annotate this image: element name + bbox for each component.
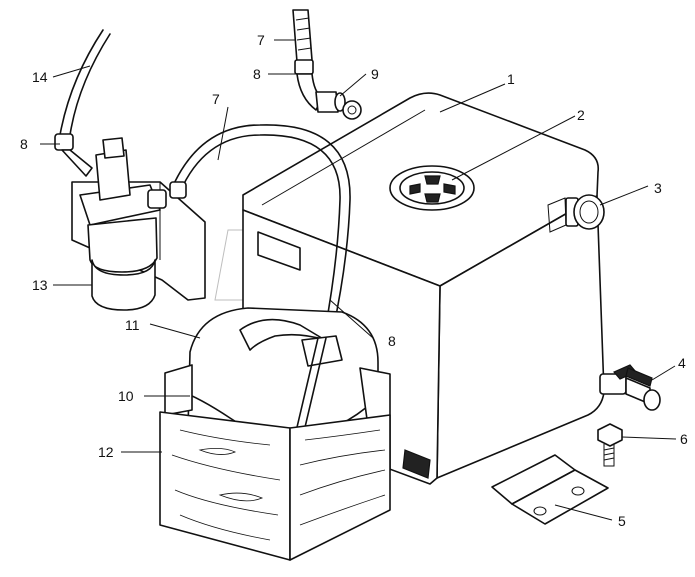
callout-2: 2 — [577, 107, 585, 123]
callout-4: 4 — [678, 355, 686, 371]
callout-8-can: 8 — [388, 333, 396, 349]
bracket — [491, 454, 609, 525]
callout-5: 5 — [618, 513, 626, 529]
level-cap — [565, 194, 605, 230]
callout-13: 13 — [32, 277, 48, 293]
top-hose-assembly — [292, 9, 362, 120]
supply-hose — [169, 124, 351, 331]
filler-cap — [389, 165, 475, 211]
fuel-filter-assembly — [54, 29, 206, 311]
jerrycan — [177, 307, 379, 451]
callout-10: 10 — [118, 388, 134, 404]
callout-14: 14 — [32, 69, 48, 85]
callout-7-top: 7 — [257, 32, 265, 48]
callout-9: 9 — [371, 66, 379, 82]
callout-12: 12 — [98, 444, 114, 460]
callout-6: 6 — [680, 431, 688, 447]
callout-3: 3 — [654, 180, 662, 196]
callout-1: 1 — [507, 71, 515, 87]
drain-valve — [599, 364, 661, 411]
callout-8-left: 8 — [20, 136, 28, 152]
callout-7-hose: 7 — [212, 91, 220, 107]
callout-8-top: 8 — [253, 66, 261, 82]
leader-lines — [40, 39, 677, 521]
callout-11: 11 — [125, 317, 140, 333]
callouts: 1 2 3 4 5 6 7 7 8 8 8 9 10 11 12 13 14 — [20, 32, 688, 529]
wooden-crate — [159, 364, 391, 561]
bolt — [597, 423, 623, 467]
